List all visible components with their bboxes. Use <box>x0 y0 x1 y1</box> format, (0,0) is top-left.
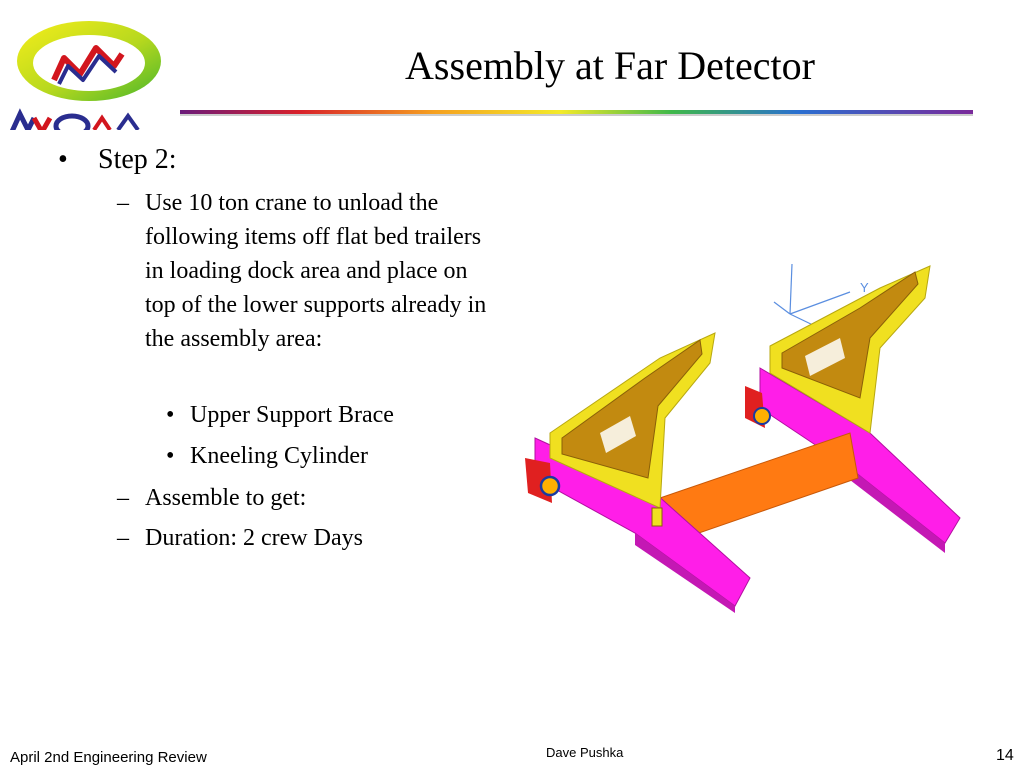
footer-event: April 2nd Engineering Review <box>10 749 207 766</box>
footer-author: Dave Pushka <box>546 745 624 760</box>
assembly-illustration: Y Z <box>525 263 961 613</box>
left-support <box>525 332 751 613</box>
axis-label-y: Y <box>860 280 869 295</box>
right-support <box>745 265 961 553</box>
title-divider <box>180 110 973 116</box>
nova-logo <box>9 21 161 130</box>
page-number: 14 <box>996 747 1014 764</box>
slide-title: Assembly at Far Detector <box>405 43 815 88</box>
nova-wordmark <box>9 108 140 130</box>
